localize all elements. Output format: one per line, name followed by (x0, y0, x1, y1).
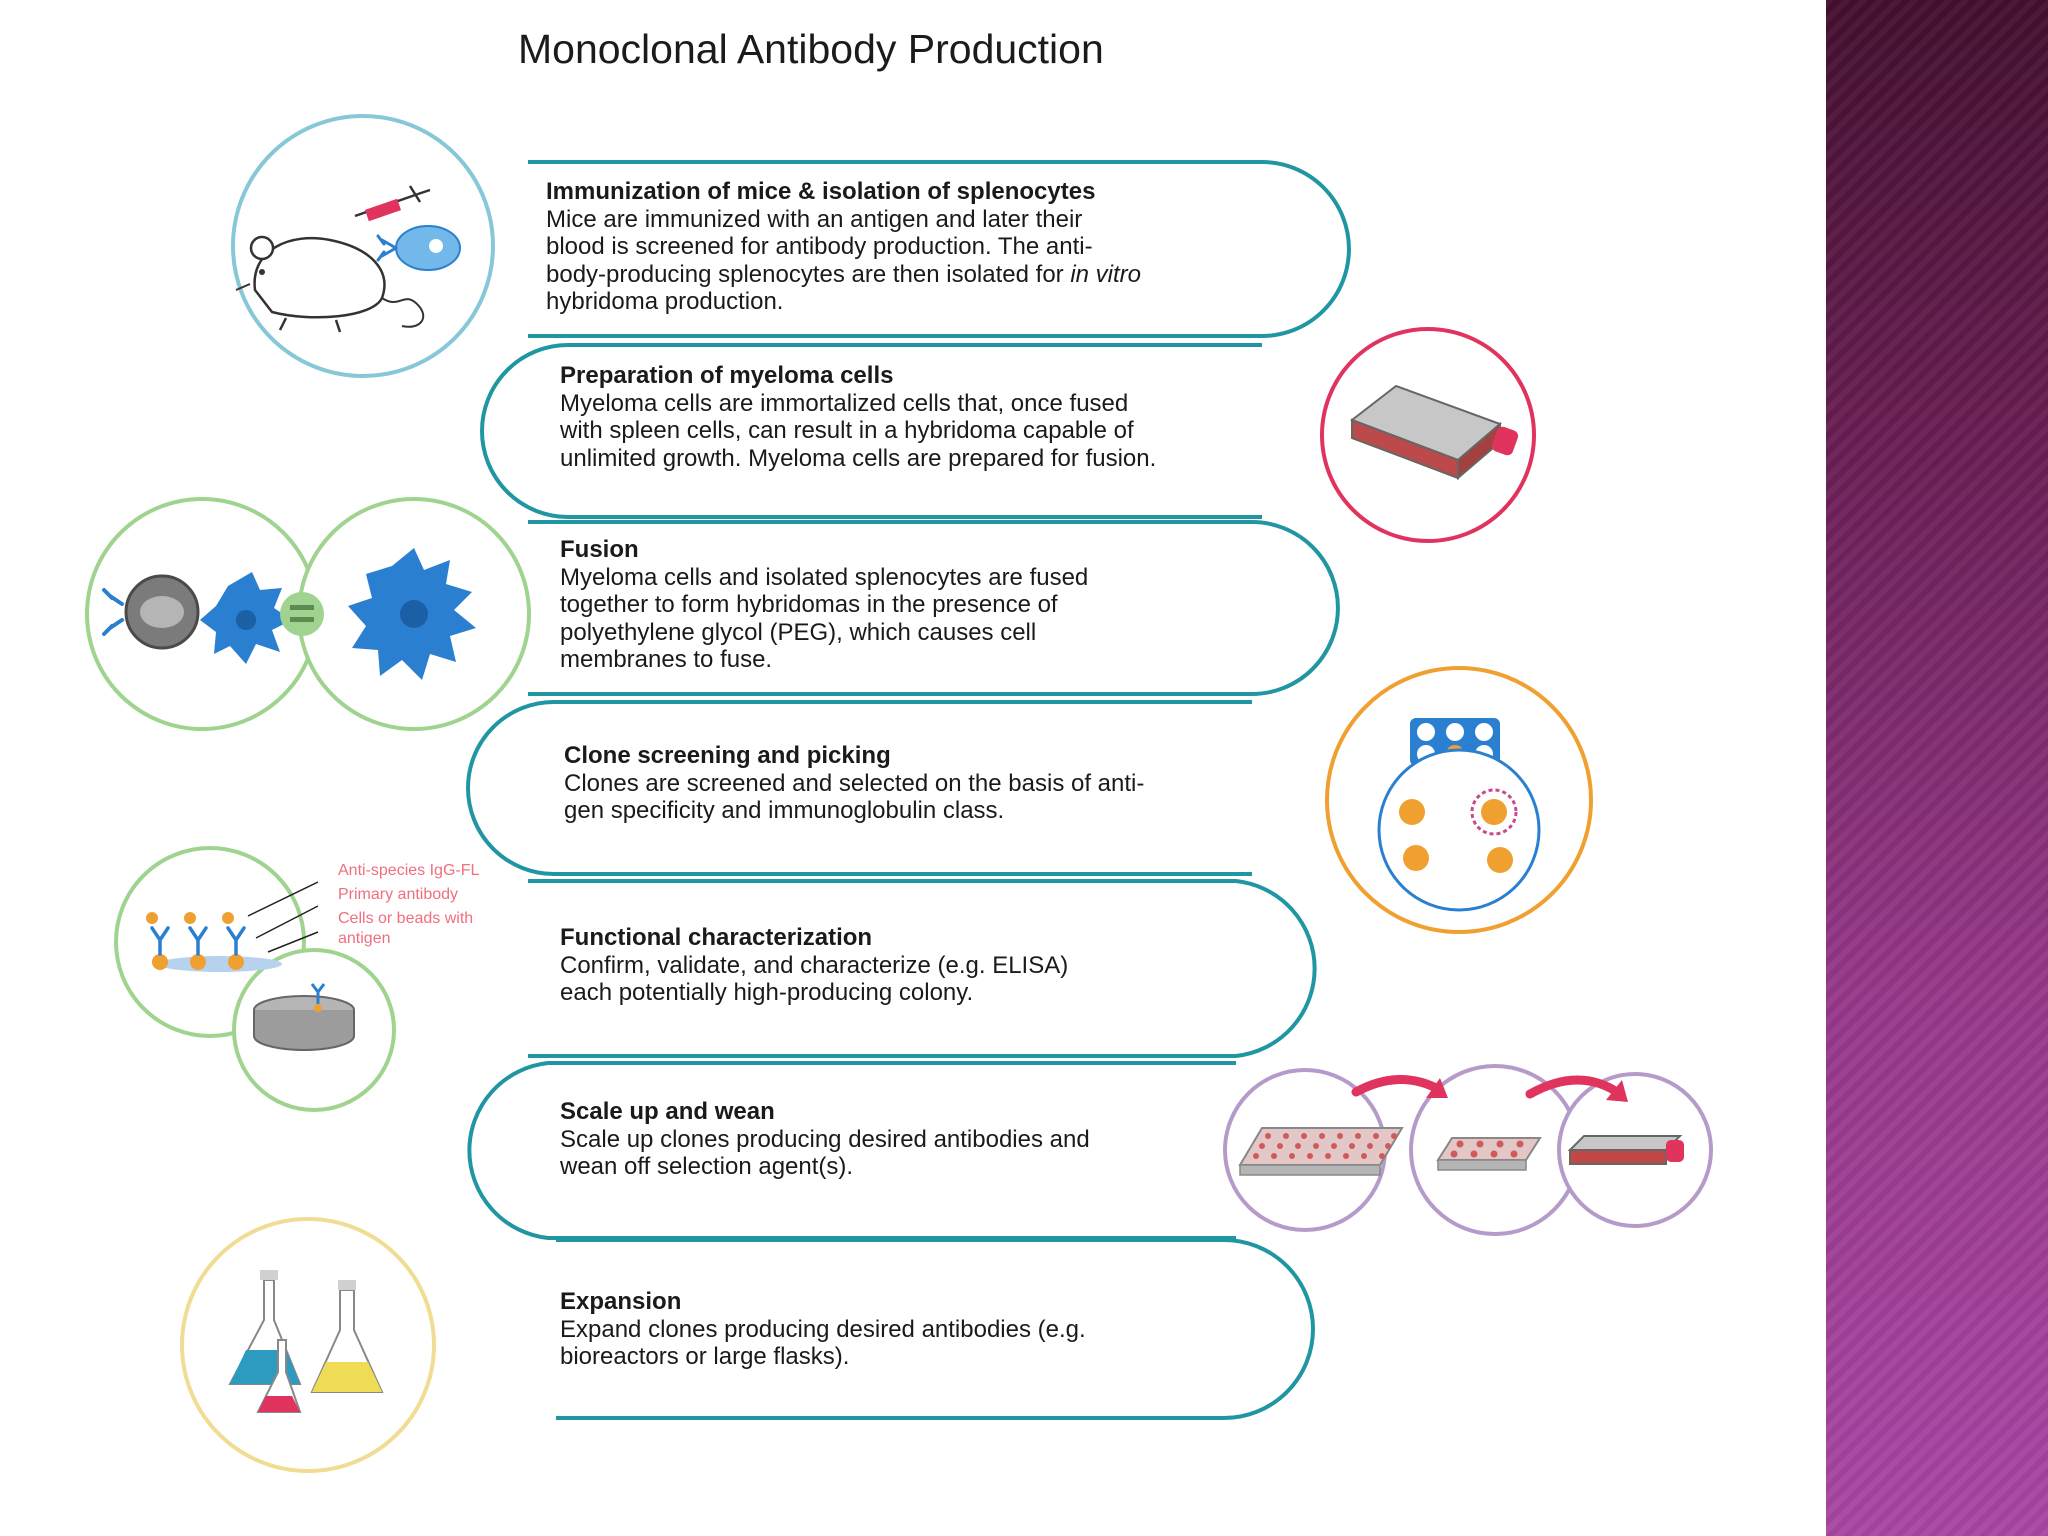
culture-flask-icon (1320, 327, 1536, 543)
page-title: Monoclonal Antibody Production (518, 26, 1104, 72)
elisa-assay-icon (114, 846, 396, 1112)
step-description-line: Expand clones producing desired antibodi… (560, 1315, 1086, 1343)
scale-up-plates-icon (1223, 1064, 1713, 1236)
step-fusion: Fusion Myeloma cells and isolated spleno… (560, 536, 1088, 674)
step-immunization: Immunization of mice & isolation of sple… (546, 178, 1141, 316)
step-description-line: bioreactors or large flasks). (560, 1343, 850, 1370)
step-description-line: membranes to fuse. (560, 646, 773, 673)
step-description-line: Mice are immunized with an antigen and l… (546, 205, 1083, 233)
step-description-line: Myeloma cells are immortalized cells tha… (560, 389, 1129, 417)
step-clone-screening: Clone screening and picking Clones are s… (564, 742, 1144, 825)
italic-term: in vitro (1070, 260, 1142, 288)
step-banner-immunization (528, 160, 1351, 338)
step-title: Immunization of mice & isolation of sple… (546, 178, 1096, 205)
clone-screening-icon (1325, 666, 1593, 934)
step-title: Fusion (560, 536, 639, 563)
step-banner-expansion (556, 1238, 1315, 1420)
step-description-line: body-producing splenocytes are then isol… (546, 260, 1142, 288)
step-banner-myeloma (480, 343, 1262, 519)
decorative-side-band (1826, 0, 2048, 1536)
step-description-line: gen specificity and immunoglobulin class… (564, 797, 1005, 824)
step-banner-fusion (528, 520, 1340, 696)
step-description-line: with spleen cells, can result in a hybri… (560, 417, 1134, 444)
step-banner-functional (528, 879, 1317, 1058)
mouse-syringe-icon (231, 114, 495, 378)
step-title: Preparation of myeloma cells (560, 362, 894, 389)
legend-primary-antibody: Primary antibody (338, 886, 459, 903)
step-title: Functional characterization (560, 924, 873, 951)
step-description-line: Clones are screened and selected on the … (564, 769, 1145, 797)
step-expansion: Expansion Expand clones producing desire… (560, 1288, 1086, 1371)
cell-fusion-icon (85, 497, 531, 731)
step-description-line: wean off selection agent(s). (560, 1153, 854, 1180)
legend-cells-or-beads: Cells or beads with (338, 910, 474, 927)
step-title: Expansion (560, 1288, 682, 1315)
step-banner-scale-up (467, 1061, 1236, 1240)
step-description-line: unlimited growth. Myeloma cells are prep… (560, 444, 1157, 472)
step-description-line: Confirm, validate, and characterize (e.g… (560, 951, 1069, 979)
step-banner-clone-screening (466, 700, 1252, 876)
step-description-line: each potentially high-producing colony. (560, 979, 974, 1006)
step-title: Clone screening and picking (564, 742, 891, 769)
step-scale-up: Scale up and wean Scale up clones produc… (560, 1098, 1090, 1181)
step-description-line: polyethylene glycol (PEG), which causes … (560, 618, 1037, 646)
step-myeloma: Preparation of myeloma cells Myeloma cel… (560, 362, 1156, 472)
step-title: Scale up and wean (560, 1098, 775, 1125)
legend-anti-species-igg: Anti-species IgG-FL (338, 862, 480, 879)
legend-antigen: antigen (338, 930, 391, 947)
step-description-line: Scale up clones producing desired antibo… (560, 1125, 1090, 1153)
step-description-line: Myeloma cells and isolated splenocytes a… (560, 563, 1089, 591)
step-description-line: hybridoma production. (546, 288, 784, 315)
erlenmeyer-flasks-icon (180, 1217, 436, 1473)
step-functional-characterization: Functional characterization Confirm, val… (560, 924, 1068, 1007)
step-description-line: together to form hybridomas in the prese… (560, 591, 1058, 618)
step-description-line: blood is screened for antibody productio… (546, 233, 1093, 260)
